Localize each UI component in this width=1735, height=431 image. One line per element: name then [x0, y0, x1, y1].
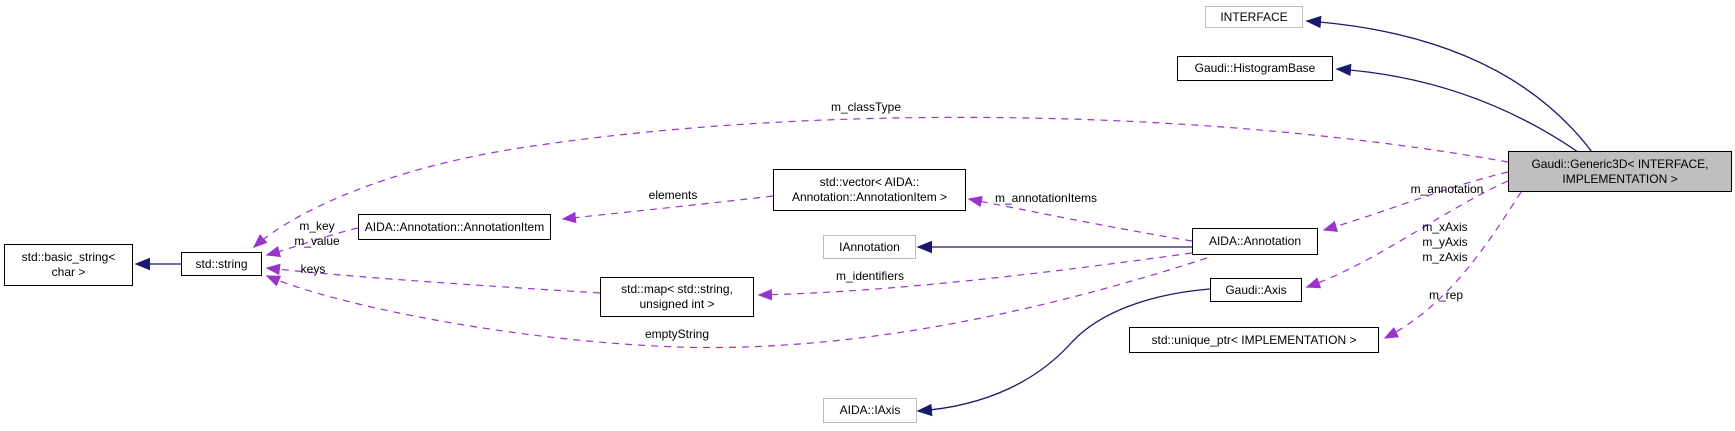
node-aida-annotation-annotationitem[interactable]: AIDA::Annotation::AnnotationItem [358, 214, 551, 240]
edge-generic3d-to-histogrambase [1335, 63, 1579, 153]
edge-label-m-annotationitems: m_annotationItems [994, 191, 1098, 205]
node-gaudi-histogrambase[interactable]: Gaudi::HistogramBase [1177, 56, 1333, 81]
node-label: Gaudi::Axis [1225, 282, 1287, 297]
edge-label-m-annotation: m_annotation [1410, 182, 1484, 196]
edge-label-keys: keys [300, 262, 326, 276]
edge-label-m-identifiers: m_identifiers [835, 269, 905, 283]
node-label: INTERFACE [1220, 9, 1288, 24]
node-label: AIDA::Annotation [1208, 234, 1302, 248]
node-interface[interactable]: INTERFACE [1205, 6, 1303, 28]
edge-label-elements: elements [648, 188, 698, 202]
node-label: std::unique_ptr< IMPLEMENTATION > [1151, 332, 1357, 347]
node-std-string[interactable]: std::string [181, 252, 262, 276]
node-aida-iaxis[interactable]: AIDA::IAxis [823, 398, 917, 423]
node-std-unique-ptr-implementation[interactable]: std::unique_ptr< IMPLEMENTATION > [1129, 327, 1379, 353]
node-label: std::basic_string< char > [21, 250, 116, 279]
node-label: std::string [195, 256, 248, 271]
node-label: Gaudi::Generic3D< INTERFACE, IMPLEMENTAT… [1531, 156, 1709, 186]
node-gaudi-generic3d[interactable]: Gaudi::Generic3D< INTERFACE, IMPLEMENTAT… [1508, 151, 1732, 192]
node-aida-annotation[interactable]: AIDA::Annotation [1192, 228, 1318, 255]
edge-label-m-rep: m_rep [1428, 288, 1464, 302]
node-label: Gaudi::HistogramBase [1194, 61, 1316, 75]
edge-label-emptystring: emptyString [644, 327, 710, 341]
node-std-map-string-unsigned-int[interactable]: std::map< std::string, unsigned int > [600, 277, 754, 317]
node-label: std::vector< AIDA:: Annotation::Annotati… [791, 175, 948, 204]
edge-label-m-classtype: m_classType [830, 100, 902, 114]
node-label: AIDA::IAxis [839, 403, 901, 417]
node-label: std::map< std::string, unsigned int > [621, 282, 733, 311]
edge-generic3d-to-interface [1305, 15, 1593, 153]
node-label: AIDA::Annotation::AnnotationItem [364, 219, 545, 234]
edge-label-m-axes: m_xAxis m_yAxis m_zAxis [1422, 220, 1468, 264]
edge-label-m-key-m-value: m_key m_value [294, 219, 340, 248]
edge-generic3d-annotation-to-annotation [1322, 171, 1509, 232]
node-gaudi-axis[interactable]: Gaudi::Axis [1210, 278, 1302, 302]
node-std-vector-annotationitem[interactable]: std::vector< AIDA:: Annotation::Annotati… [773, 169, 966, 211]
edge-annotation-identifiers-to-map [757, 252, 1193, 301]
node-label: IAnnotation [839, 239, 900, 254]
node-std-basic-string-char[interactable]: std::basic_string< char > [4, 244, 133, 286]
node-iannotation[interactable]: IAnnotation [823, 235, 916, 259]
edge-generic3d-rep-to-unique-ptr [1383, 191, 1522, 339]
